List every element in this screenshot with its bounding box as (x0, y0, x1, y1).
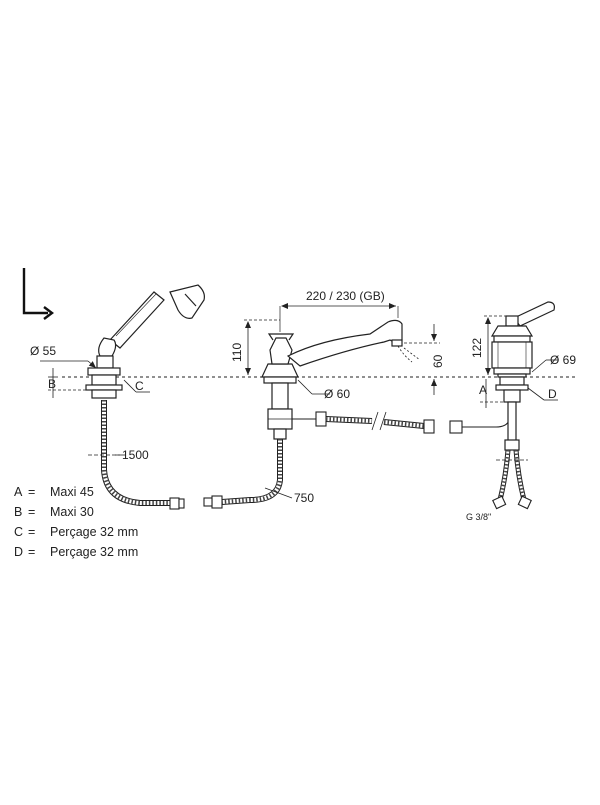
hose-connector (325, 417, 373, 423)
legend-row-d: D = Perçage 32 mm (14, 542, 138, 562)
legend-eq: = (28, 485, 36, 499)
marker-c: C (135, 379, 144, 393)
dim-spout-reach: 220 / 230 (GB) (306, 289, 385, 303)
dim-spout-height: 110 (230, 343, 244, 362)
legend-row-a: A = Maxi 45 (14, 482, 138, 502)
dim-spout-drop: 60 (431, 354, 445, 368)
legend-value: Maxi 45 (50, 485, 94, 499)
diverter-valve (490, 301, 555, 451)
marker-d: D (548, 387, 557, 401)
dim-thread: G 3/8" (466, 512, 491, 522)
legend-eq: = (28, 525, 36, 539)
legend-value: Perçage 32 mm (50, 525, 139, 539)
hose-short (221, 439, 282, 504)
legend-key: C (14, 525, 24, 539)
legend: A = Maxi 45 B = Maxi 30 C = Perçage 32 mm D = Pe… (14, 482, 138, 562)
marker-b: B (48, 377, 56, 391)
dim-flange-left: Ø 55 (30, 344, 56, 358)
hose-fork-left (498, 449, 510, 501)
legend-key: D (14, 545, 24, 559)
dim-flange-center: Ø 60 (324, 387, 350, 401)
marker-a: A (479, 383, 487, 397)
legend-eq: = (28, 545, 36, 559)
legend-value: Perçage 32 mm (50, 545, 139, 559)
spout (261, 319, 403, 440)
dim-flange-right: Ø 69 (550, 353, 576, 367)
dim-hose-long: 1500 (122, 448, 149, 462)
dim-hose-short: 750 (294, 491, 314, 505)
dim-handle-height: 122 (470, 338, 484, 358)
hand-shower (85, 284, 205, 399)
corner-arrow-icon (22, 268, 54, 320)
legend-row-c: C = Perçage 32 mm (14, 522, 138, 542)
hose-fork-right (514, 449, 526, 501)
legend-row-b: B = Maxi 30 (14, 502, 138, 522)
legend-key: A (14, 485, 23, 499)
legend-eq: = (28, 505, 36, 519)
legend-value: Maxi 30 (50, 505, 94, 519)
legend-key: B (14, 505, 23, 519)
